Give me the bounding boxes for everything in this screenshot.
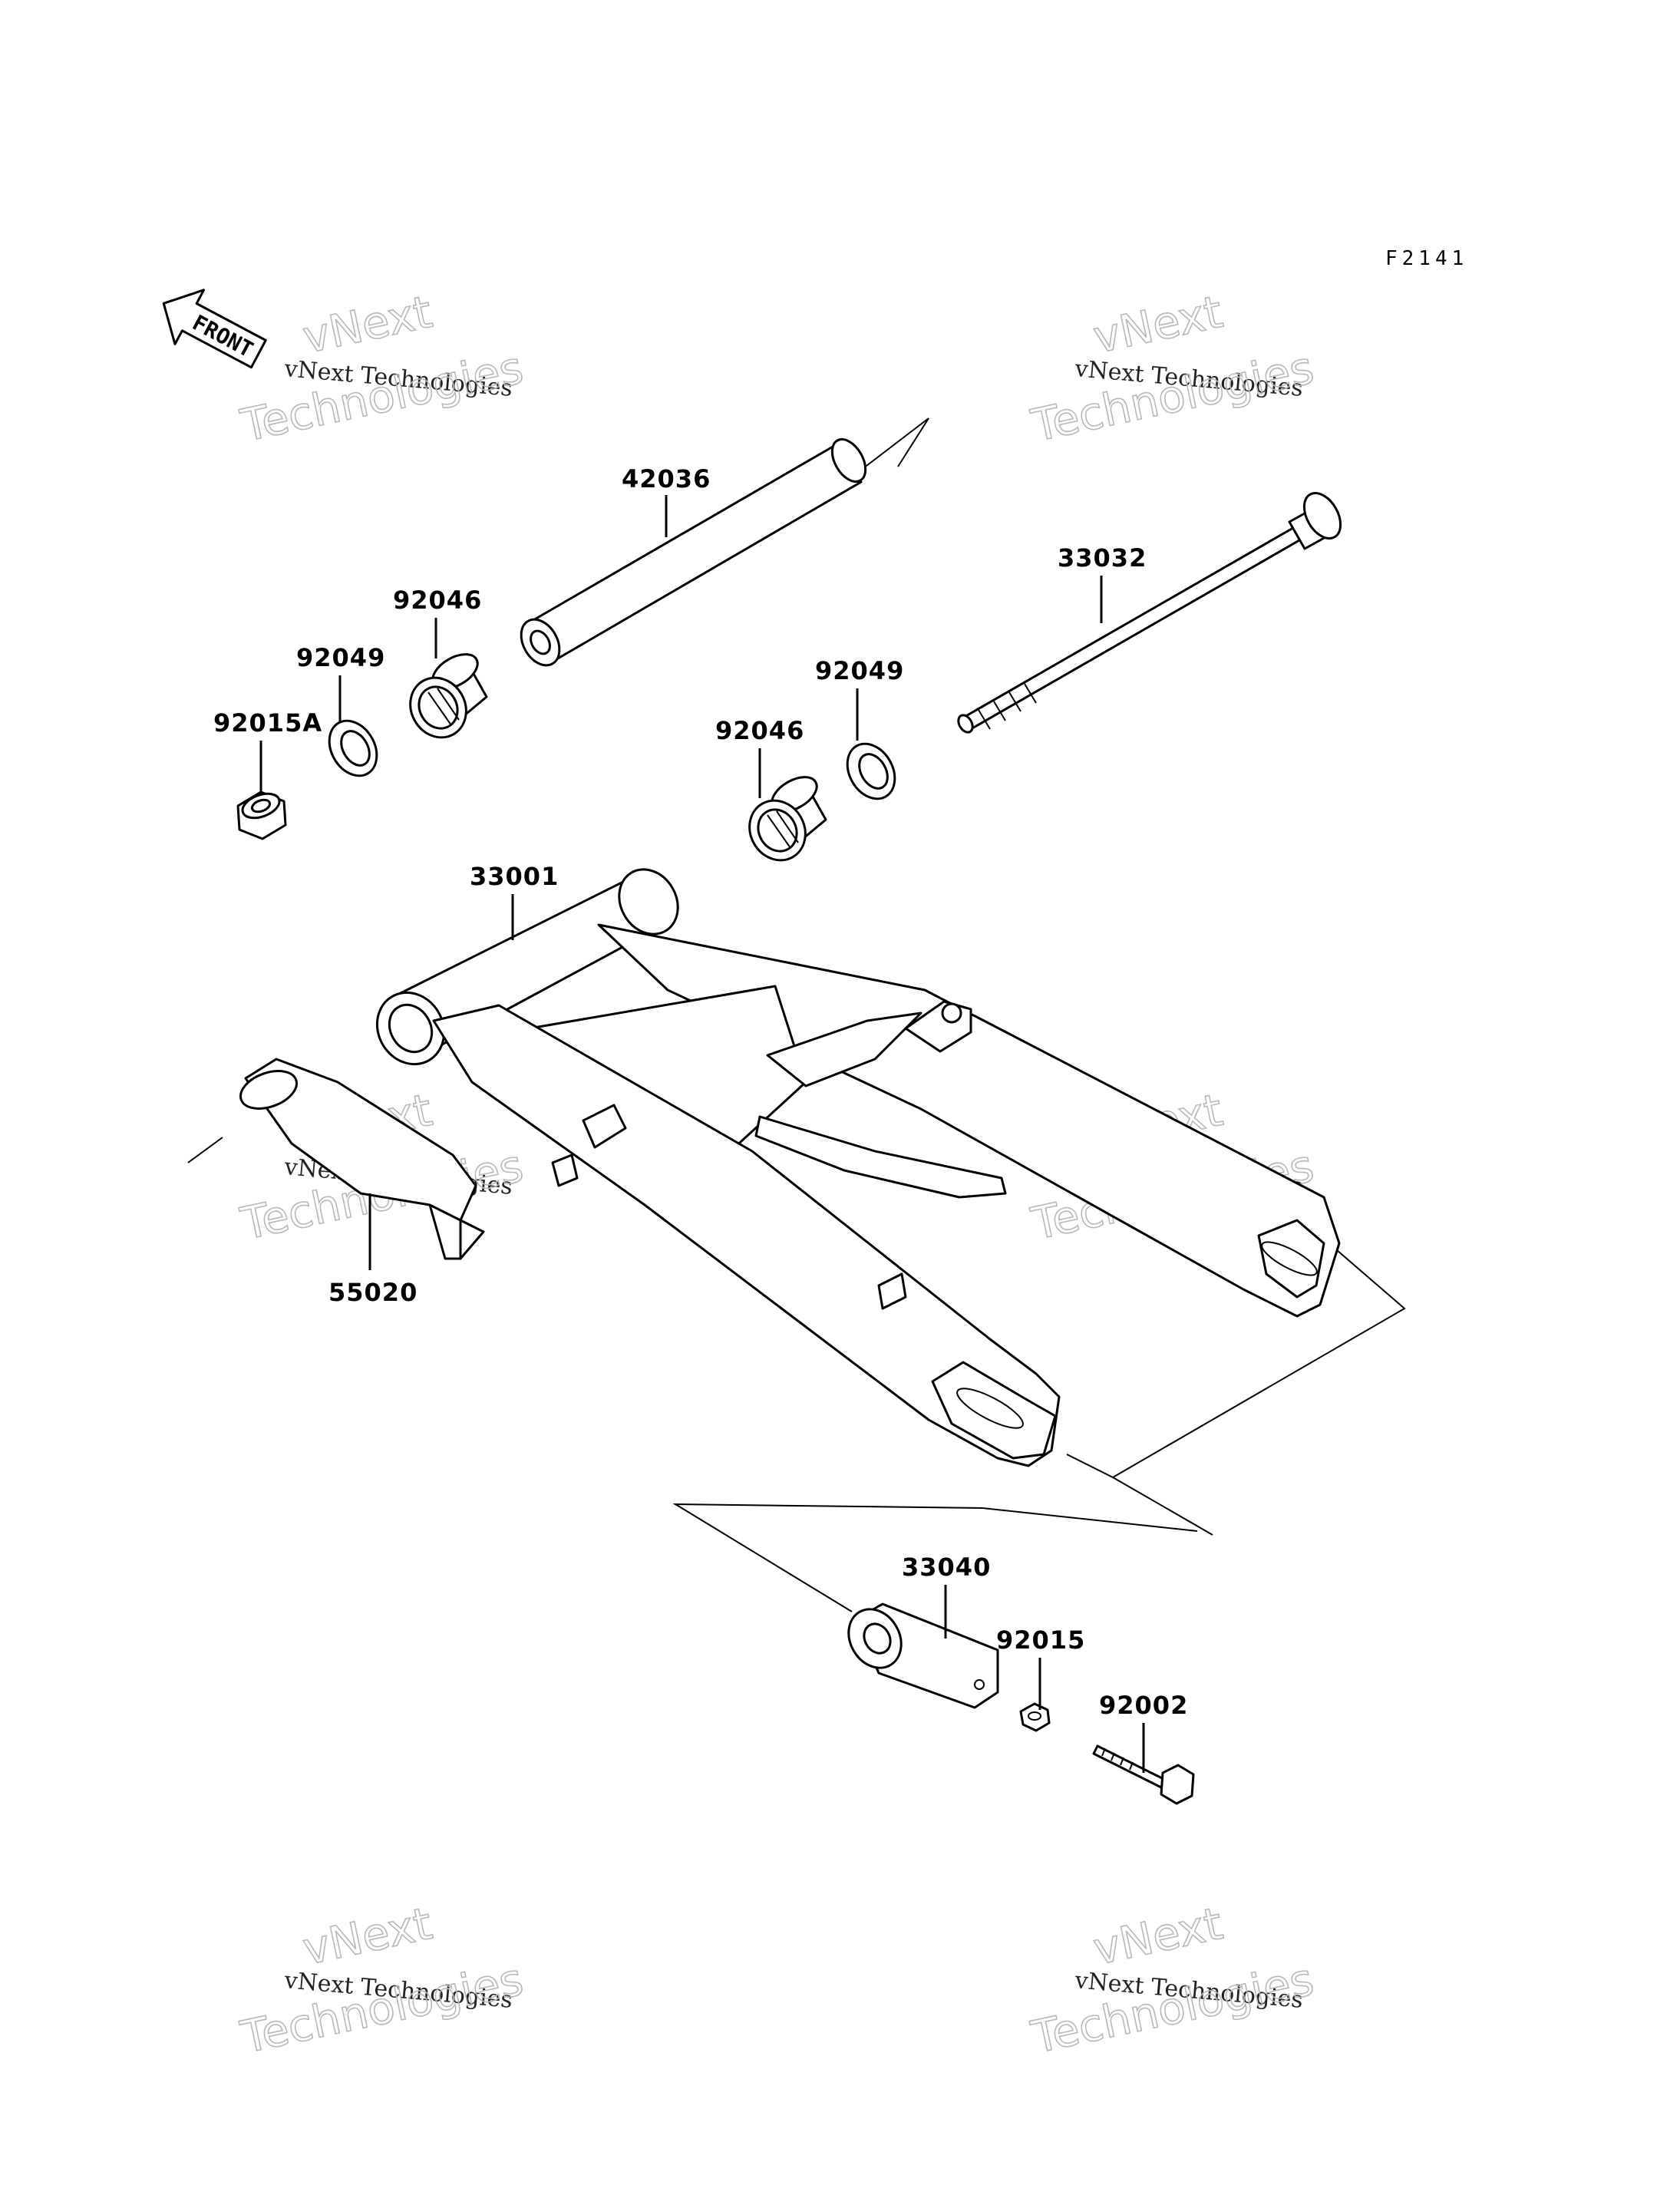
label-92046-left: 92046 (393, 586, 482, 615)
label-33001: 33001 (470, 862, 559, 891)
label-33040: 33040 (902, 1553, 991, 1582)
part-92046-bearing-right (748, 776, 827, 862)
label-92046-right: 92046 (715, 716, 804, 745)
label-92049-left: 92049 (296, 643, 385, 672)
watermark-bottom-right: vNext vNext Technologies Technologies (1026, 1896, 1319, 2064)
svg-text:vNext: vNext (1089, 1897, 1227, 1975)
watermark-top-right: vNext vNext Technologies Technologies (1026, 285, 1319, 453)
svg-text:vNext: vNext (299, 285, 437, 364)
part-33032-pivot-bolt (957, 492, 1342, 734)
watermark-bottom-left: vNext vNext Technologies Technologies (236, 1896, 528, 2064)
part-33001-swingarm (375, 868, 1341, 1467)
svg-text:Technologies: Technologies (236, 1953, 528, 2064)
svg-text:vNext: vNext (299, 1897, 437, 1975)
figure-id: F2141 (1385, 247, 1468, 270)
label-55020: 55020 (328, 1278, 418, 1307)
watermark-top-left: vNext vNext Technologies Technologies (236, 285, 528, 453)
part-92002-bolt (1092, 1744, 1195, 1805)
assembly-guide-lines (187, 417, 1406, 1612)
label-33032: 33032 (1058, 543, 1147, 573)
label-92015: 92015 (996, 1625, 1085, 1655)
svg-text:Technologies: Technologies (236, 342, 528, 452)
part-92015-nut (1019, 1702, 1051, 1732)
label-92002: 92002 (1099, 1691, 1188, 1720)
label-92015A: 92015A (213, 708, 322, 738)
part-55020-chain-guard (239, 1058, 485, 1260)
part-42036-collar (520, 438, 867, 667)
part-92049-seal-left (328, 719, 378, 777)
label-42036: 42036 (622, 464, 711, 493)
part-92015A-nut (236, 790, 287, 840)
svg-text:Technologies: Technologies (1027, 342, 1319, 452)
front-arrow-icon: FRONT (162, 289, 267, 369)
svg-text:vNext: vNext (1089, 285, 1227, 364)
svg-text:Technologies: Technologies (1027, 1953, 1319, 2064)
part-92049-seal-right (846, 742, 896, 800)
part-92046-bearing-left (409, 653, 488, 739)
label-92049-right: 92049 (815, 656, 904, 685)
part-33040-chain-adjuster (847, 1602, 999, 1709)
leader-lines (259, 495, 1145, 1773)
part-labels: 42036 33032 92046 92049 92015A 92049 920… (213, 464, 1188, 1720)
